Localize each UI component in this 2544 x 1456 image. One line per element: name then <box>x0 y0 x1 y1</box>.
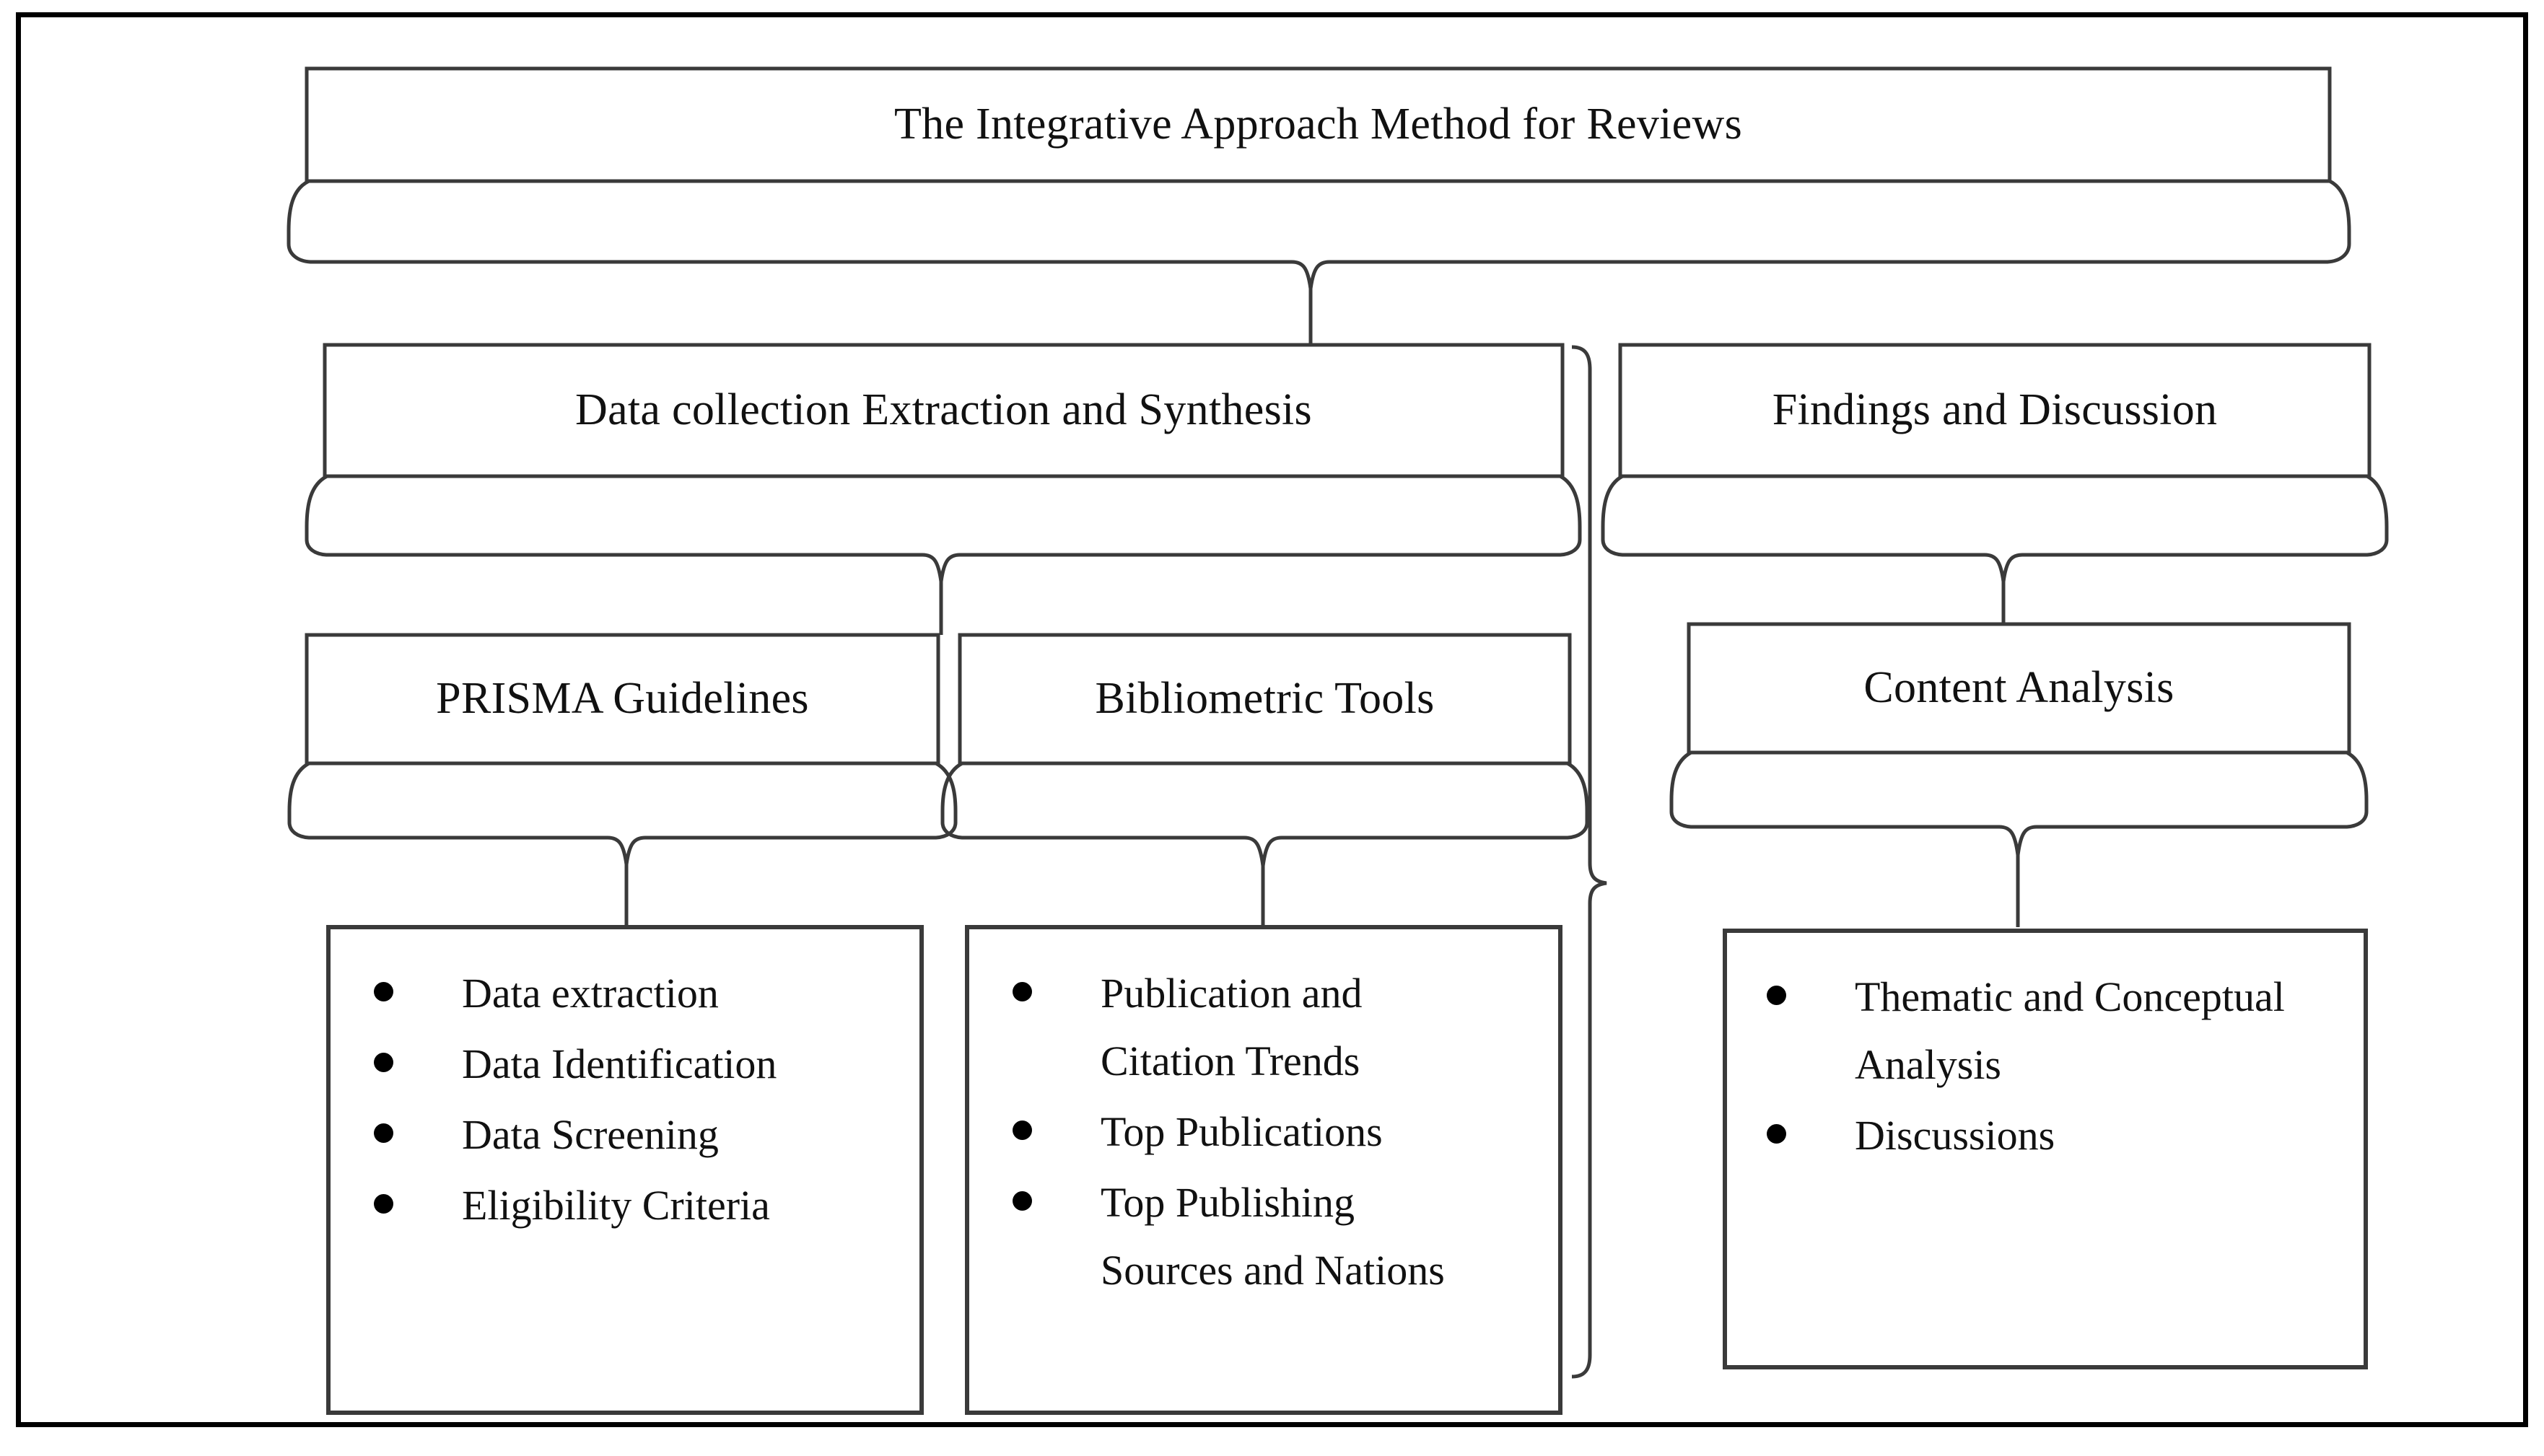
title-node-brace <box>287 179 2351 291</box>
findings-node-box <box>1618 343 2372 478</box>
findings-brace <box>1601 474 2389 584</box>
list-item: Publication and Citation Trends <box>992 960 1498 1095</box>
bullet-dot-icon <box>374 982 393 1002</box>
data-collection-node-box <box>323 343 1565 478</box>
bibliometric-bullet-list: Publication and Citation Trends Top Publ… <box>992 960 1498 1307</box>
content-analysis-node-box <box>1687 622 2351 755</box>
list-item: Data extraction <box>354 960 902 1027</box>
bullet-dot-icon <box>1013 1120 1032 1141</box>
prisma-node-box <box>305 633 940 766</box>
list-item: Eligibility Criteria <box>354 1172 902 1240</box>
bibliometric-bullet-box <box>965 925 1562 1415</box>
list-item: Thematic and Conceptual Analysis <box>1747 963 2317 1099</box>
bullet-dot-icon <box>1767 1124 1786 1144</box>
prisma-brace <box>287 761 958 867</box>
bullet-dot-icon <box>374 1123 393 1144</box>
prisma-bullet-box <box>326 925 924 1415</box>
list-item: Data Identification <box>354 1030 902 1098</box>
left-column-grouping-brace <box>1571 345 1607 1379</box>
list-item: Discussions <box>1747 1102 2317 1170</box>
bullet-dot-icon <box>1013 982 1032 1002</box>
title-node-box <box>305 66 2332 183</box>
bibliometric-node-box <box>958 633 1572 766</box>
content-analysis-brace <box>1669 750 2369 857</box>
figure-outer-border <box>16 12 2528 1427</box>
prisma-bullet-list: Data extraction Data Identification Data… <box>354 960 902 1242</box>
bullet-dot-icon <box>374 1194 393 1214</box>
bullet-dot-icon <box>374 1053 393 1073</box>
bibliometric-brace <box>940 761 1589 868</box>
bullet-dot-icon <box>1767 986 1786 1006</box>
content-bullet-list: Thematic and Conceptual Analysis Discuss… <box>1747 963 2317 1172</box>
data-collection-brace <box>305 474 1582 584</box>
list-item: Top Publications <box>992 1098 1498 1166</box>
list-item: Data Screening <box>354 1101 902 1169</box>
bullet-dot-icon <box>1013 1191 1032 1211</box>
list-item: Top Publishing Sources and Nations <box>992 1169 1498 1304</box>
content-bullet-box <box>1723 929 2368 1369</box>
